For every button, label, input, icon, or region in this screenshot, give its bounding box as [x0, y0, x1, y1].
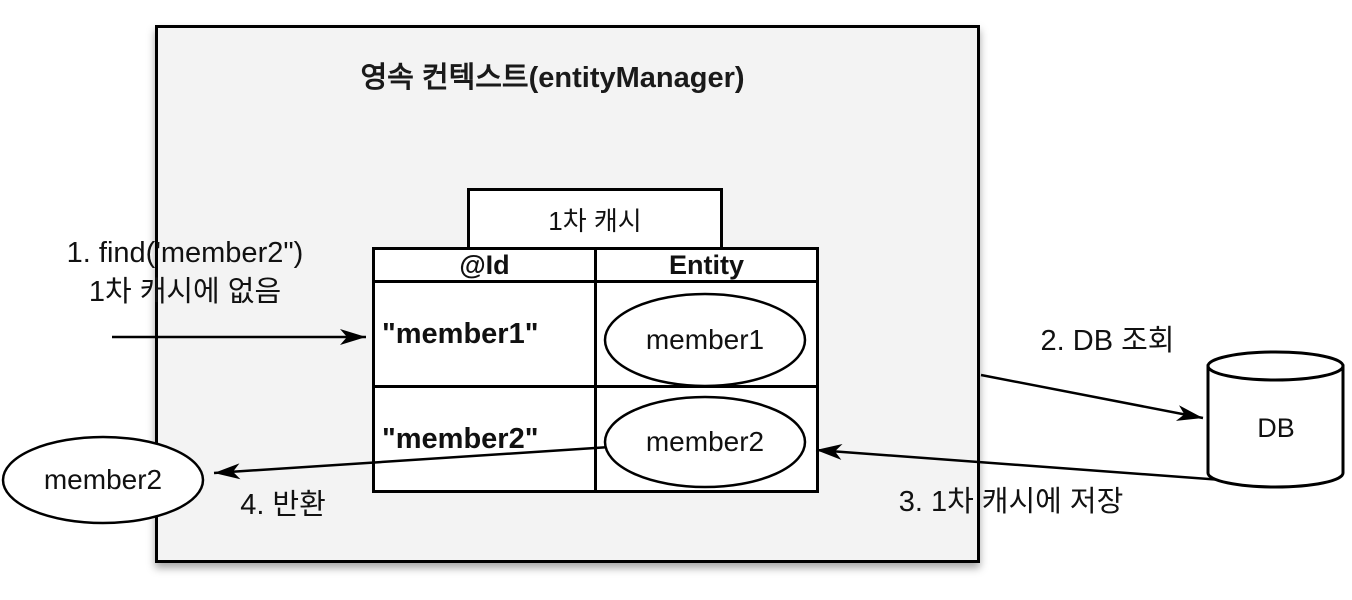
step1-label-line2: 1차 캐시에 없음 — [88, 276, 282, 308]
cache-row-member2-id: "member2" — [375, 388, 597, 490]
member2-entity-ellipse — [603, 395, 807, 489]
step1-label: 1. find('member2") 1차 캐시에 없음 — [30, 234, 340, 312]
step3-label: 3. 1차 캐시에 저장 — [898, 486, 1124, 518]
db-cylinder — [1206, 350, 1345, 489]
return-arrow — [213, 445, 611, 480]
step1-label-line1: 1. find('member2") — [66, 237, 304, 269]
returned-member2-ellipse — [1, 435, 205, 525]
db-label: DB — [1257, 413, 1295, 443]
member1-entity-ellipse — [603, 292, 807, 388]
cache-store-arrow — [815, 443, 1291, 487]
returned-member2-label: member2 — [43, 464, 163, 495]
cache-row-member1-id: "member1" — [375, 283, 597, 388]
db-query-arrow — [980, 373, 1204, 421]
step4-label: 4. 반환 — [240, 489, 326, 521]
first-level-cache-label: 1차 캐시 — [548, 205, 642, 236]
member1-entity-label: member1 — [645, 324, 765, 355]
step2-label: 2. DB 조회 — [1040, 325, 1175, 357]
persistence-context-title: 영속 컨텍스트(entityManager) — [360, 62, 745, 94]
cache-table-header-entity: Entity — [597, 250, 816, 283]
cache-table-header-id: @Id — [375, 250, 597, 283]
member2-entity-label: member2 — [645, 426, 765, 457]
